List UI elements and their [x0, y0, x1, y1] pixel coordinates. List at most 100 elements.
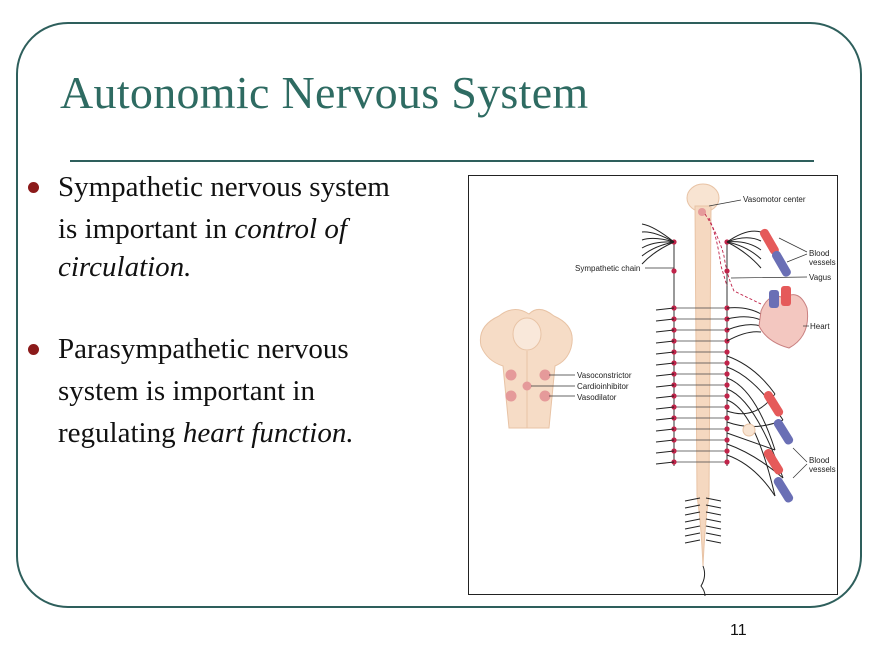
spinal-cord	[686, 183, 720, 596]
ganglion	[724, 459, 730, 465]
vascular-nerve	[726, 432, 776, 451]
ganglion	[724, 448, 730, 454]
blood-vessel	[773, 476, 794, 503]
heart	[758, 286, 809, 349]
bullet-line: Parasympathetic nervous	[58, 332, 444, 374]
bullet-text: system is important in	[58, 375, 315, 407]
bullet-parasympathetic: Parasympathetic nervous system is import…	[24, 332, 444, 458]
ganglion	[724, 415, 730, 421]
brainstem-closeup: Vasoconstrictor Cardioinhibitor Vasodila…	[479, 309, 632, 429]
vascular-nerve	[726, 399, 776, 497]
ganglion	[671, 371, 677, 377]
bullet-italic-text: control of	[234, 213, 347, 245]
spinal-nerve-left	[641, 241, 675, 257]
spinal-cord-shape	[694, 205, 712, 567]
cardiac-nerve	[726, 324, 762, 331]
bullet-line: regulating heart function.	[58, 416, 444, 458]
ganglion	[671, 393, 677, 399]
cauda-nerve	[684, 539, 701, 544]
spinal-nerve-right	[726, 230, 762, 243]
cardiac-nerve	[726, 316, 762, 321]
bullet-text: is important in	[58, 213, 235, 245]
ganglion	[671, 415, 677, 421]
spinal-nerve-left	[655, 428, 675, 432]
vasodilator-area	[539, 390, 551, 402]
cauda-nerve	[705, 504, 722, 509]
slide-frame	[16, 22, 862, 608]
bullet-sympathetic: Sympathetic nervous system is important …	[24, 170, 444, 292]
spinal-nerve-left	[655, 417, 675, 421]
bullet-list: Sympathetic nervous system is important …	[24, 170, 444, 458]
spinal-nerve-left	[655, 384, 675, 388]
bullet-line: circulation.	[58, 250, 444, 292]
vascular-nerve	[726, 454, 776, 497]
ganglion	[671, 316, 677, 322]
bullet-text: regulating	[58, 417, 183, 449]
bullet-italic-text: heart function.	[182, 417, 354, 449]
bullet-text: Sympathetic nervous system	[58, 171, 390, 203]
ganglion	[724, 371, 730, 377]
label-vasodilator: Vasodilator	[577, 393, 617, 402]
spinal-nerve-right	[726, 237, 762, 243]
ganglion	[724, 382, 730, 388]
cauda-nerve	[684, 525, 701, 530]
spinal-nerve-left	[655, 461, 675, 465]
bullet-dot	[28, 182, 39, 193]
spinal-nerve-left	[655, 307, 675, 311]
spinal-nerve-left	[641, 231, 675, 243]
title-underline	[70, 160, 814, 162]
leader-line	[792, 463, 808, 479]
spinal-nerve-right	[726, 241, 762, 269]
label-cardioinhibitor: Cardioinhibitor	[577, 382, 629, 391]
cauda-nerve	[705, 497, 722, 502]
spinal-nerve-left	[655, 318, 675, 322]
filum-terminale	[700, 565, 706, 596]
nerve-fibers	[641, 223, 784, 544]
cauda-nerve	[705, 532, 722, 537]
bullet-dot	[28, 344, 39, 355]
spinal-nerve-left	[641, 241, 675, 265]
sympathetic-chains	[671, 239, 730, 466]
ganglion	[724, 426, 730, 432]
vasodilator-area	[505, 390, 517, 402]
ganglion	[724, 360, 730, 366]
ganglion	[671, 268, 677, 274]
ganglion	[671, 404, 677, 410]
ganglion	[671, 426, 677, 432]
prevertebral-ganglion	[742, 423, 756, 437]
leader-line	[778, 237, 808, 253]
cauda-nerve	[684, 511, 701, 516]
vascular-nerve	[726, 377, 776, 451]
cardiac-nerve	[726, 307, 762, 315]
blood-vessel	[773, 418, 794, 445]
spinal-nerve-left	[655, 373, 675, 377]
label-vasomotor-center: Vasomotor center	[743, 195, 806, 204]
blood-vessels	[760, 228, 794, 503]
leader-line	[708, 199, 742, 207]
cauda-nerve	[705, 525, 722, 530]
cardiac-nerve	[726, 331, 762, 342]
spinal-nerve-left	[655, 351, 675, 355]
spinal-nerve-left	[641, 241, 675, 249]
bullet-line: Sympathetic nervous system	[58, 170, 444, 212]
ganglion	[671, 338, 677, 344]
spinal-nerve-right	[726, 241, 762, 251]
blood-vessel	[772, 250, 791, 277]
spinal-nerve-left	[655, 450, 675, 454]
spinal-nerve-left	[655, 395, 675, 399]
spinal-nerve-right	[726, 241, 762, 260]
label-sympathetic-chain: Sympathetic chain	[575, 264, 640, 273]
cauda-nerve	[684, 497, 701, 502]
slide-title: Autonomic Nervous System	[60, 67, 589, 118]
cardioinhibitor-area	[522, 381, 532, 391]
vasoconstrictor-area	[539, 369, 551, 381]
ganglion	[671, 382, 677, 388]
blood-vessel	[763, 448, 784, 475]
blood-vessel	[763, 390, 784, 417]
leader-line	[786, 253, 808, 263]
blood-vessel	[760, 228, 779, 255]
vasomotor-center-dot	[698, 208, 706, 216]
spinal-nerve-left	[641, 223, 675, 243]
spinal-nerve-left	[655, 329, 675, 333]
diagram-svg: Vasoconstrictor Cardioinhibitor Vasodila…	[479, 183, 836, 596]
